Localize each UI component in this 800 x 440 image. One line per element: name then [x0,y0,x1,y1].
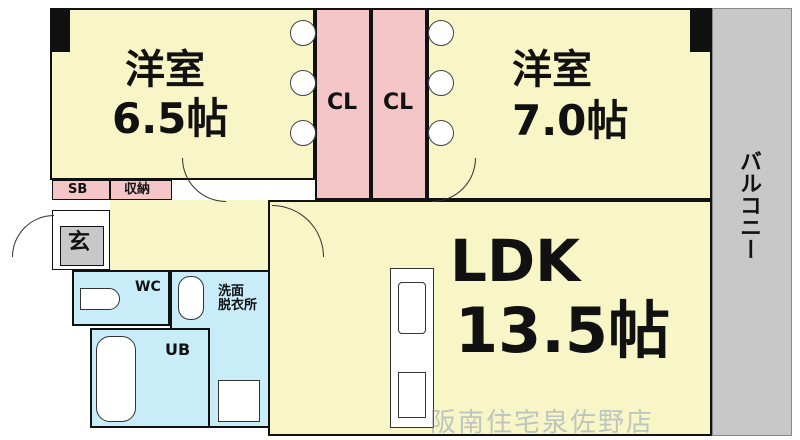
western-room-b-size: 7.0帖 [512,96,629,145]
door-room-a [182,158,226,202]
closet-a-door-1 [290,20,316,46]
closet-b-door-3 [428,120,454,146]
washing-machine-icon [218,380,260,422]
western-room-a-size: 6.5帖 [112,94,229,143]
ldk-room [268,200,712,436]
toilet-icon [80,288,120,310]
balcony-area [712,8,792,436]
bath-label: UB [165,340,191,359]
door-entrance [12,215,54,257]
western-room-a-name: 洋室 [125,47,205,93]
closet-b-label: CL [383,90,414,115]
storage-area [110,180,172,200]
western-room-b-name: 洋室 [512,47,592,93]
bathtub-icon [96,336,136,422]
ldk-name: LDK [450,227,581,295]
corridor [110,200,270,270]
basin-icon [178,276,204,320]
balcony-label: バルコニー [736,150,761,260]
pillar-top-left [50,8,70,52]
ldk-size: 13.5帖 [455,294,670,367]
washroom-label: 洗面 脱衣所 [218,284,258,314]
entrance-floor [60,226,104,266]
closet-b [371,8,427,200]
closet-b-door-2 [428,70,454,96]
closet-a-label: CL [327,90,358,115]
watermark-text: 阪南住宅泉佐野店 [430,408,655,438]
toilet-label: WC [135,279,161,295]
storage-label: 収納 [124,182,151,197]
shoebox-area [52,180,110,200]
entrance-label: 玄 [68,230,91,255]
sink-icon [398,282,426,334]
closet-a-door-3 [290,120,316,146]
stove-icon [398,372,426,418]
closet-a-door-2 [290,70,316,96]
pillar-top-right [690,8,712,52]
closet-b-door-1 [428,20,454,46]
shoebox-label: SB [68,182,88,197]
closet-a [315,8,371,200]
western-room-a [50,8,315,180]
